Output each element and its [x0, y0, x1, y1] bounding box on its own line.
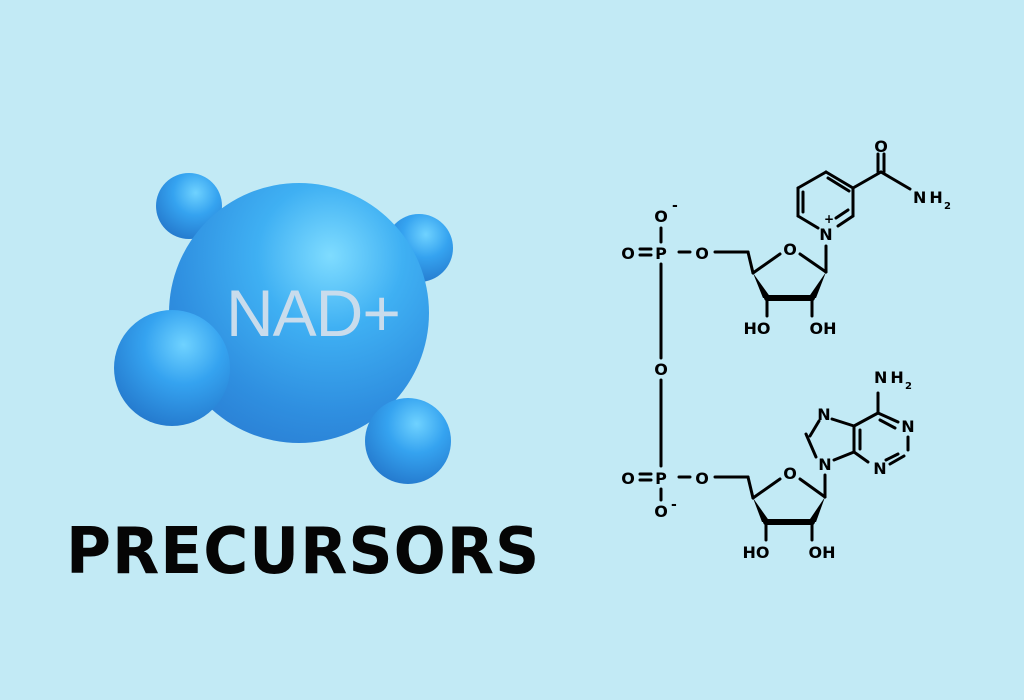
- bottom-phosphate-p: P: [655, 469, 667, 488]
- amide-nh: NH: [913, 188, 946, 207]
- top-phosphate-o-link: O: [695, 244, 709, 263]
- adenine-n3: N: [873, 459, 886, 478]
- adenine-amine: NH: [874, 368, 907, 387]
- bottom-phosphate-minus: -: [671, 497, 677, 513]
- bottom-phosphate-o-link: O: [695, 469, 709, 488]
- bottom-ribose-oh: OH: [809, 543, 836, 562]
- adenine-n1: N: [901, 417, 914, 436]
- sphere-left: [114, 310, 230, 426]
- sphere-top-left: [156, 173, 222, 239]
- bottom-phosphate-o-double: O: [621, 469, 635, 488]
- top-ribose-oh: OH: [810, 319, 837, 338]
- bottom-ribose-ring-o: O: [783, 464, 797, 483]
- top-phosphate-p: P: [655, 244, 667, 263]
- nad-plus-label: NAD+: [226, 276, 401, 350]
- adenine-amine-subscript: 2: [905, 381, 912, 392]
- adenine-n7: N: [817, 405, 830, 424]
- top-phosphate-o-double: O: [621, 244, 635, 263]
- bridge-oxygen: O: [654, 360, 668, 379]
- top-phosphate-minus: -: [672, 198, 678, 214]
- sphere-center: [169, 183, 429, 443]
- bottom-ribose-ho: HO: [743, 543, 770, 562]
- sphere-bottom-right: [365, 398, 451, 484]
- nicotinamide-plus: +: [824, 212, 834, 226]
- nad-molecule-illustration: [114, 173, 453, 484]
- nicotinamide-ring-n: N: [819, 225, 832, 244]
- top-ribose-ring-o: O: [783, 240, 797, 259]
- amide-subscript: 2: [944, 201, 951, 212]
- bottom-phosphate-o-minus: O: [654, 502, 668, 521]
- carbonyl-o: O: [874, 137, 888, 156]
- adenine-n9: N: [818, 455, 831, 474]
- page-title: PRECURSORS: [66, 515, 541, 589]
- top-phosphate-o-minus: O: [654, 207, 668, 226]
- top-ribose-ho: HO: [744, 319, 771, 338]
